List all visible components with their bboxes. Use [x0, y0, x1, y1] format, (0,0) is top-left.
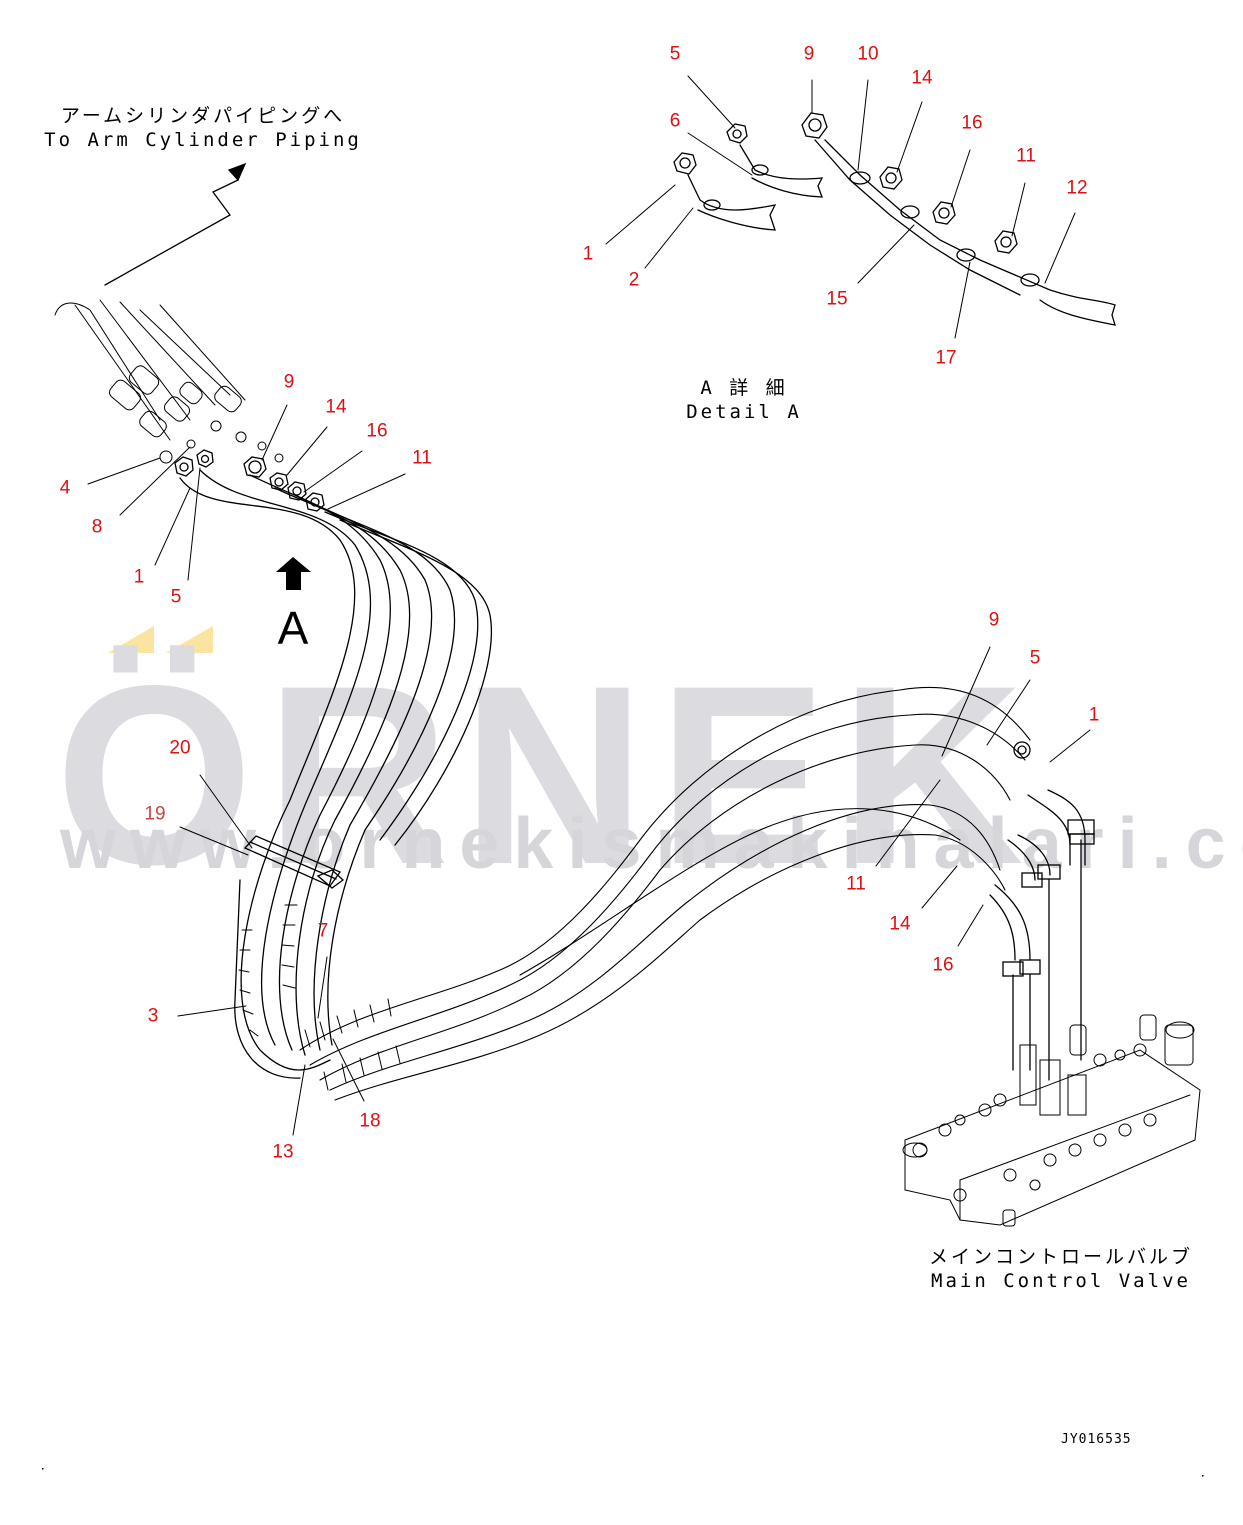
- detail-a-caption-jp: A 詳 細: [700, 377, 788, 399]
- callout-13[interactable]: 13: [272, 1141, 294, 1163]
- callout-9[interactable]: 9: [283, 371, 295, 393]
- watermark-url: www.ornekismakinalari.com.tr: [60, 804, 1243, 884]
- callout-1[interactable]: 1: [133, 566, 145, 588]
- callout-11[interactable]: 11: [412, 447, 432, 469]
- callout-16[interactable]: 16: [932, 954, 954, 976]
- watermark-brand: ÖRNEK: [55, 633, 1036, 918]
- callout-1[interactable]: 1: [582, 243, 594, 265]
- callout-10[interactable]: 10: [857, 43, 879, 65]
- callout-14[interactable]: 14: [325, 396, 347, 418]
- callout-1[interactable]: 1: [1088, 704, 1100, 726]
- callout-5[interactable]: 5: [170, 586, 182, 608]
- detail-a-sketch: [673, 112, 1116, 326]
- callout-11[interactable]: 11: [846, 873, 866, 895]
- leader-lines-detail: [605, 75, 1076, 339]
- view-arrow: [276, 557, 311, 590]
- callout-18[interactable]: 18: [359, 1110, 381, 1132]
- drawing-id: JY016535: [1061, 1432, 1132, 1447]
- callout-14[interactable]: 14: [911, 67, 933, 89]
- main-control-valve-caption: メインコントロールバルブ Main Control Valve: [929, 1245, 1193, 1293]
- callout-6[interactable]: 6: [669, 110, 681, 132]
- arm-cylinder-caption-jp: アームシリンダパイピングへ: [60, 105, 346, 127]
- callout-4[interactable]: 4: [59, 477, 71, 499]
- leader-arrow-arm-cylinder: [104, 162, 247, 286]
- callout-2[interactable]: 2: [628, 269, 640, 291]
- leader-lines-main: [87, 404, 1091, 1136]
- callout-20[interactable]: 20: [169, 737, 191, 759]
- callout-12[interactable]: 12: [1066, 177, 1088, 199]
- detail-a-caption-en: Detail A: [686, 401, 802, 423]
- detail-a-caption: A 詳 細 Detail A: [686, 376, 802, 424]
- main-control-valve-caption-en: Main Control Valve: [931, 1270, 1191, 1292]
- callout-9[interactable]: 9: [803, 43, 815, 65]
- view-a-letter: A: [277, 602, 309, 654]
- main-control-valve: [902, 1014, 1201, 1227]
- main-control-valve-caption-jp: メインコントロールバルブ: [928, 1246, 1194, 1268]
- arm-cylinder-pipes: [54, 299, 284, 464]
- callout-9[interactable]: 9: [988, 609, 1000, 631]
- callout-7[interactable]: 7: [317, 920, 329, 942]
- hose-ends-right: [989, 741, 1095, 1081]
- hose-bundle-vertical: [179, 469, 492, 1079]
- callout-5[interactable]: 5: [669, 43, 681, 65]
- callout-8[interactable]: 8: [91, 516, 103, 538]
- callout-16[interactable]: 16: [961, 112, 983, 134]
- arm-cylinder-caption: アームシリンダパイピングへ To Arm Cylinder Piping: [44, 104, 362, 152]
- callout-5[interactable]: 5: [1029, 647, 1041, 669]
- callout-14[interactable]: 14: [889, 913, 911, 935]
- callout-17[interactable]: 17: [935, 347, 957, 369]
- protective-sleeves: [238, 686, 1031, 1101]
- callout-16[interactable]: 16: [366, 420, 388, 442]
- hose-clamp: [243, 835, 345, 889]
- callout-11[interactable]: 11: [1016, 145, 1036, 167]
- main-fittings-top: [174, 449, 325, 512]
- callout-3[interactable]: 3: [147, 1005, 159, 1027]
- callout-15[interactable]: 15: [826, 288, 848, 310]
- arm-cylinder-caption-en: To Arm Cylinder Piping: [44, 129, 362, 151]
- callout-19[interactable]: 19: [144, 803, 166, 825]
